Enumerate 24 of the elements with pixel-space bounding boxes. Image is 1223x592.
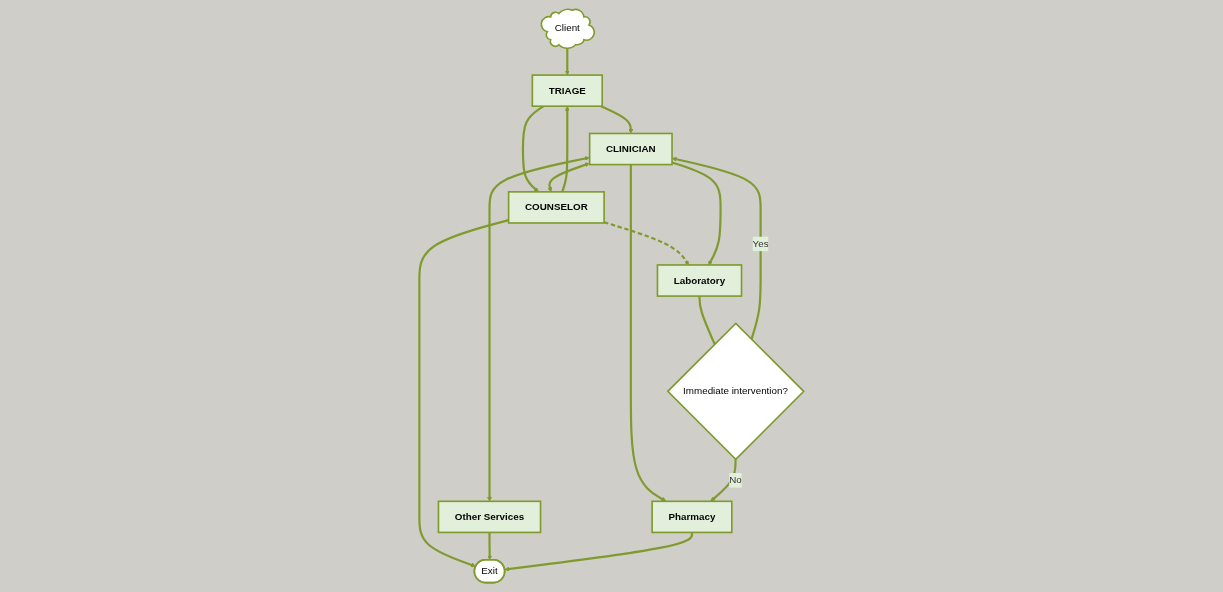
arrow (564, 47, 570, 76)
arrow (600, 105, 634, 134)
arrow (487, 532, 493, 561)
arrow (521, 105, 545, 193)
node-box: Laboratory (656, 264, 743, 297)
arrow (561, 105, 570, 193)
node-box: Pharmacy (651, 500, 733, 534)
arrow (603, 221, 689, 266)
arrow (671, 156, 762, 340)
arrow (629, 164, 667, 502)
arrow (418, 219, 509, 568)
node-box: Other Services (437, 500, 542, 534)
node-box: TRIAGE (531, 74, 603, 107)
connector (698, 296, 716, 345)
edge-label: No (729, 474, 742, 486)
node-box: COUNSELOR (507, 191, 605, 224)
arrow (671, 161, 722, 266)
arrow (504, 532, 693, 572)
arrow (547, 162, 590, 193)
node-box: CLINICIAN (588, 132, 673, 166)
node-diamond: Immediate intervention? (666, 322, 805, 461)
edge-label: Yes (752, 238, 769, 250)
arrow (487, 156, 590, 502)
arrow (710, 459, 737, 502)
